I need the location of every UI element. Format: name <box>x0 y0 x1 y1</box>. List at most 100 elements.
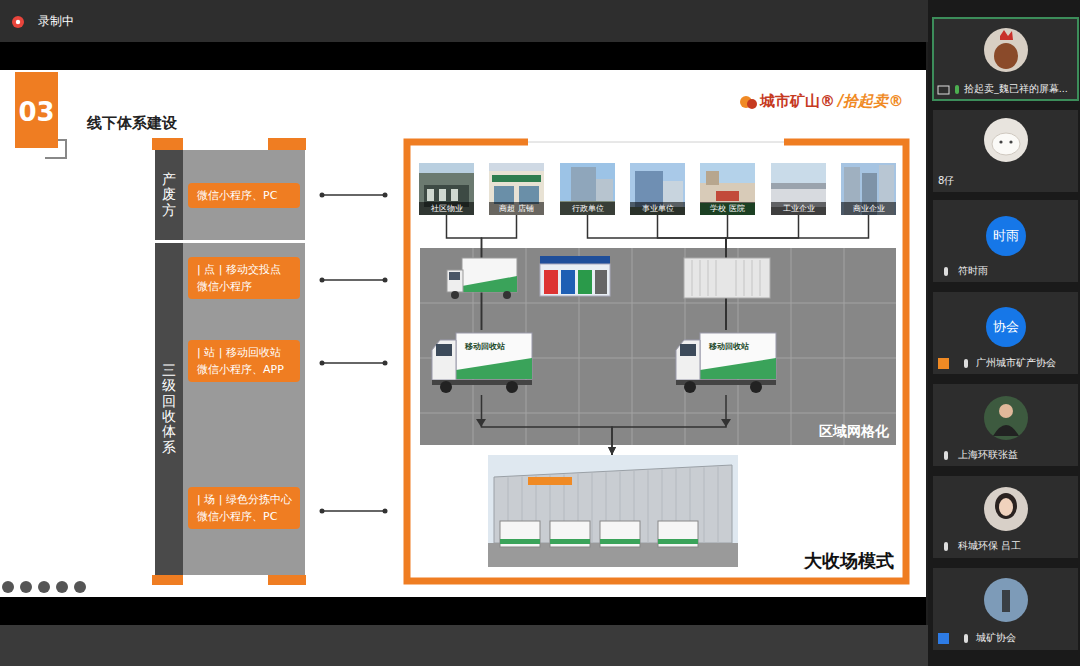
participant-name: 拾起卖_魏已祥的屏幕... <box>964 83 1068 94</box>
photo-building <box>771 187 826 215</box>
mic-icon <box>944 267 948 276</box>
container-rib <box>752 260 753 296</box>
truck-stripe <box>456 358 532 379</box>
kiosk-body <box>540 264 610 296</box>
slide-title: 线下体系建设 <box>87 114 177 132</box>
parked-van <box>500 521 540 547</box>
van-stripe <box>658 539 698 544</box>
link-line <box>322 194 385 196</box>
parked-van <box>550 521 590 547</box>
van-stripe <box>600 539 640 544</box>
tricycle-stripe <box>462 276 517 292</box>
grid-line <box>420 303 896 304</box>
wall-panel <box>718 467 719 543</box>
truck-cab <box>676 340 700 380</box>
container-rib <box>760 260 761 296</box>
sorting-center: 大收场模式 <box>488 455 900 577</box>
photo-building <box>706 171 719 185</box>
van-stripe <box>500 539 540 544</box>
wheel <box>506 381 518 393</box>
photo-building <box>489 171 544 215</box>
logo-mark <box>747 99 757 109</box>
bottom-bar <box>0 625 928 666</box>
node-subtext: 微信小程序、APP <box>197 361 291 378</box>
flow-connector <box>482 395 613 455</box>
source-photo: 工业企业 <box>771 163 826 215</box>
category-band: 三级回收体系 <box>155 243 183 575</box>
container-rib <box>708 260 709 296</box>
photo-building <box>771 183 826 189</box>
participant-name: 8仔 <box>938 175 954 187</box>
node-text: 三级回收体系 <box>162 363 176 455</box>
photo-sky <box>489 163 544 215</box>
brand-logo: 城市矿山® <box>760 92 835 110</box>
grid-line <box>791 248 792 445</box>
share-icon <box>938 86 949 94</box>
parked-van <box>658 521 698 547</box>
section-number: 03 <box>15 97 58 128</box>
mic-icon <box>944 451 948 460</box>
link-dot <box>320 193 325 198</box>
photo-building <box>492 175 541 182</box>
control-icon <box>38 581 50 593</box>
panel-cap <box>268 138 306 150</box>
photo-sky <box>419 163 474 215</box>
photo-building <box>700 203 755 215</box>
bin <box>595 270 607 294</box>
avatar-figure <box>1002 590 1010 612</box>
record-icon-dot <box>16 20 20 24</box>
mic-icon <box>964 634 968 643</box>
control-icon <box>20 581 32 593</box>
mic-icon <box>944 542 948 551</box>
photo-building <box>439 189 446 201</box>
brand-logo: /拾起卖® <box>838 92 903 110</box>
source-photo: 事业单位 <box>630 163 685 215</box>
avatar <box>986 307 1026 347</box>
mic-icon <box>955 85 959 94</box>
node-text: 产废方 <box>162 172 176 218</box>
control-icon <box>74 581 86 593</box>
avatar-initials: 协会 <box>986 319 1026 335</box>
tricycle-window <box>449 272 460 280</box>
container-rib <box>736 260 737 296</box>
photo-sky <box>700 163 755 215</box>
avatar <box>984 28 1028 72</box>
photo-building <box>700 183 755 215</box>
node-text: 工业企业 <box>771 202 826 215</box>
flow-connector <box>612 395 726 455</box>
participant-name: 符时雨 <box>958 265 988 277</box>
container-rib <box>692 260 693 296</box>
participant-tile <box>933 568 1078 650</box>
panel-column <box>183 150 305 575</box>
wall-panel <box>704 467 705 543</box>
control-icon <box>2 581 14 593</box>
avatar <box>984 396 1028 440</box>
photo-sky <box>841 163 896 215</box>
tier-box: | 站 | 移动回收站微信小程序、APP <box>188 340 300 382</box>
node-subtext: 微信小程序 <box>197 278 291 295</box>
wall-panel <box>592 473 593 543</box>
warehouse-sign <box>528 477 572 485</box>
mic-icon <box>964 359 968 368</box>
truck-cab <box>432 340 456 380</box>
node-text: 商业企业 <box>841 202 896 215</box>
grid-ground <box>420 248 896 445</box>
container-rib <box>744 260 745 296</box>
control-icon <box>56 581 68 593</box>
node-text: 微信小程序、PC <box>197 187 291 204</box>
participant-name: 科城环保 吕工 <box>958 540 1021 552</box>
avatar-cat <box>992 133 1020 155</box>
wall-panel <box>648 470 649 543</box>
host-icon <box>938 358 949 369</box>
grid-line <box>632 248 633 445</box>
badge-bracket <box>45 140 66 158</box>
link-line <box>322 510 385 512</box>
frame-gap <box>528 136 784 146</box>
node-subtext: 微信小程序、PC <box>197 508 291 525</box>
node-picture <box>672 330 780 395</box>
photo-building <box>716 191 739 201</box>
avatar-cat-eye <box>1009 140 1012 143</box>
user-icon <box>938 633 949 644</box>
bin <box>561 270 575 294</box>
panel-cap <box>152 138 183 150</box>
